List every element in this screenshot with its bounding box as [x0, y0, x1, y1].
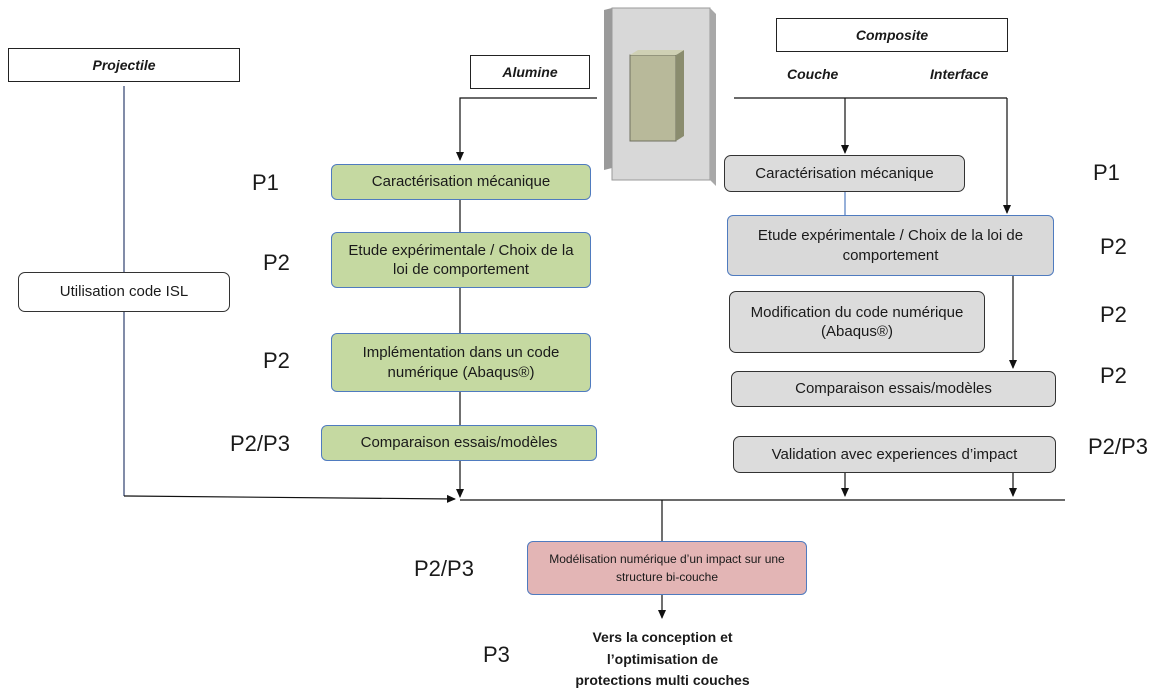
header-projectile: Projectile [8, 48, 240, 82]
composite-step-5: Validation avec experiences d’impact [733, 436, 1056, 473]
composite-step-2: Etude expérimentale / Choix de la loi de… [727, 215, 1054, 276]
header-alumine: Alumine [470, 55, 590, 89]
phase-label: P2/P3 [414, 556, 474, 581]
header-composite: Composite [776, 18, 1008, 52]
bilayer-plate-icon [604, 7, 716, 186]
final-conclusion-text: Vers la conception et l’optimisation de … [575, 629, 750, 689]
phase-label: P3 [483, 642, 510, 667]
composite-step-1: Caractérisation mécanique [724, 155, 965, 192]
phase-label: P2 [263, 348, 290, 373]
phase-label: P2 [1100, 234, 1127, 259]
phase-label: P2 [1100, 363, 1127, 388]
alumine-step-2: Etude expérimentale / Choix de la loi de… [331, 232, 591, 288]
phase-label: P1 [1093, 160, 1120, 185]
alumine-step-1: Caractérisation mécanique [331, 164, 591, 200]
phase-label: P2 [263, 250, 290, 275]
header-couche: Couche [787, 66, 839, 82]
header-interface: Interface [930, 66, 989, 82]
phase-label: P1 [252, 170, 279, 195]
composite-step-4: Comparaison essais/modèles [731, 371, 1056, 407]
utilisation-code-isl-box: Utilisation code ISL [18, 272, 230, 312]
final-modelisation-box: Modélisation numérique d’un impact sur u… [527, 541, 807, 595]
phase-label: P2/P3 [1088, 434, 1148, 459]
alumine-step-4: Comparaison essais/modèles [321, 425, 597, 461]
phase-label: P2 [1100, 302, 1127, 327]
alumine-step-3: Implémentation dans un code numérique (A… [331, 333, 591, 392]
composite-step-3: Modification du code numérique (Abaqus®) [729, 291, 985, 353]
phase-label: P2/P3 [230, 431, 290, 456]
